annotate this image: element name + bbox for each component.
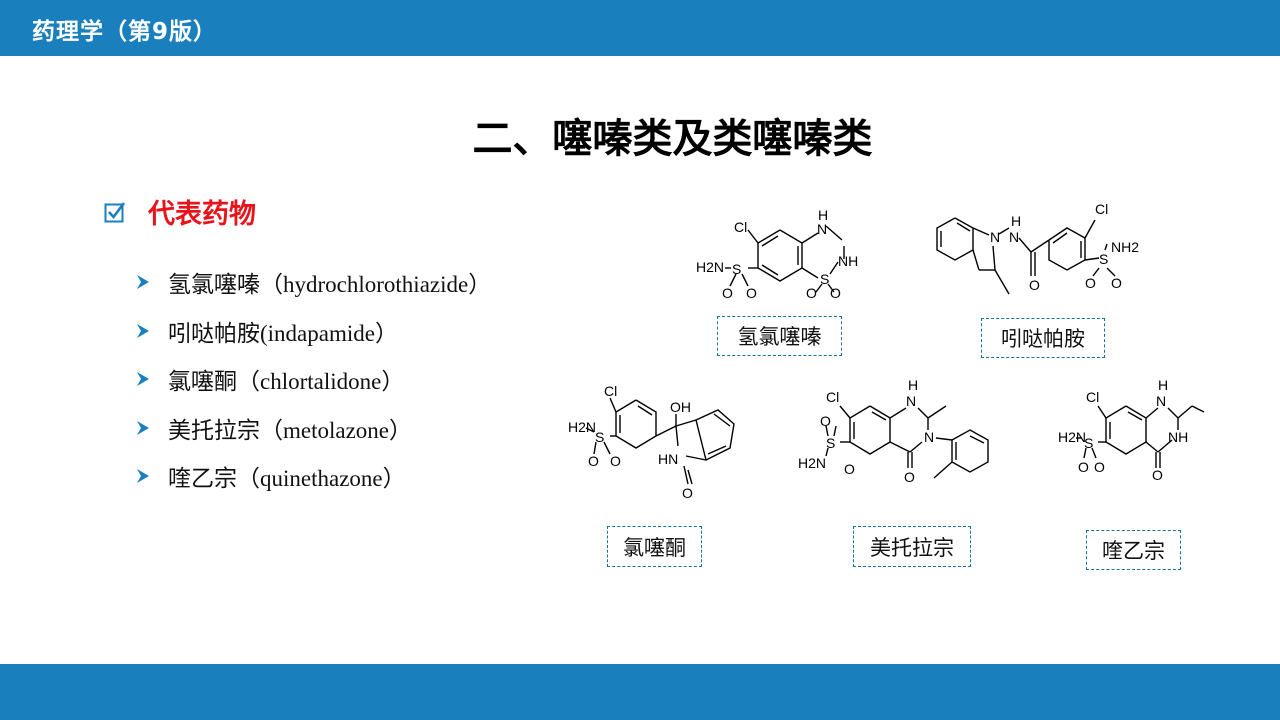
slide-title: 二、噻嗪类及类噻嗪类 (472, 116, 873, 162)
book-title: 药理学（第9版） (32, 19, 218, 45)
section-header: 代表药物 (104, 192, 256, 231)
drug-name-en: （hydrochlorothiazide） (260, 272, 492, 298)
atom-label: O (830, 285, 841, 301)
atom-label: S (826, 435, 835, 451)
atom-label: S (595, 429, 604, 445)
atom-label: HN (658, 451, 678, 467)
atom-label: O (806, 285, 817, 301)
arrow-bullet-icon (137, 420, 149, 435)
atom-label: NH (838, 253, 858, 269)
atom-label: Cl (1086, 389, 1099, 405)
atom-label: O (1029, 277, 1040, 293)
atom-label: OH (670, 399, 691, 415)
atom-label: S (1084, 435, 1093, 451)
atom-label: O (610, 453, 621, 469)
drug-name-en: （metolazone） (260, 417, 413, 443)
drug-name-cn: 氢氯噻嗪 (168, 272, 260, 299)
drug-name-en: (indapamide） (260, 320, 398, 346)
list-item: 喹乙宗（quinethazone） (136, 452, 491, 501)
hydrochlorothiazide-structure: Cl H N NH H2N S S O O O O (696, 207, 858, 301)
atom-label: N (924, 429, 934, 445)
arrow-bullet-icon (137, 372, 149, 387)
list-item: 氯噻酮（chlortalidone） (136, 355, 491, 404)
atom-label: H (908, 377, 918, 393)
drug-name-en: （chlortalidone） (237, 369, 405, 395)
atom-label: H (1158, 377, 1168, 393)
arrow-bullet-icon (137, 323, 149, 338)
atom-label: H (818, 207, 828, 223)
arrow-bullet-icon (137, 275, 149, 290)
checkbox-icon (104, 201, 126, 222)
atom-label: O (722, 285, 733, 301)
atom-label: S (1099, 251, 1108, 267)
structure-label: 氢氯噻嗪 (717, 316, 842, 356)
chlortalidone-structure: Cl H2N S O O OH HN O (568, 383, 735, 501)
atom-label: H2N (696, 259, 724, 275)
atom-label: O (1085, 275, 1096, 291)
structure-label: 吲哒帕胺 (981, 318, 1105, 358)
drug-name-en: （quinethazone） (237, 466, 406, 492)
atom-label: N (990, 229, 1000, 245)
footer-bar (0, 664, 1280, 720)
structure-label: 美托拉宗 (853, 526, 971, 567)
atom-label: H2N (1058, 429, 1086, 445)
drug-name-cn: 氯噻酮 (168, 369, 237, 396)
atom-label: NH2 (1111, 239, 1139, 255)
atom-label: NH (1168, 429, 1188, 445)
structure-label: 氯噻酮 (607, 526, 702, 567)
list-item: 氢氯噻嗪（hydrochlorothiazide） (136, 258, 491, 307)
atom-label: O (820, 413, 831, 429)
atom-label: O (1152, 467, 1163, 483)
atom-label: Cl (734, 219, 747, 235)
drug-name-cn: 吲哒帕胺 (168, 320, 260, 347)
atom-label: O (844, 461, 855, 477)
header-bar: 药理学（第9版） (0, 0, 1280, 56)
atom-label: Cl (604, 383, 617, 399)
section-heading: 代表药物 (148, 199, 256, 230)
atom-label: O (904, 469, 915, 485)
atom-label: N (906, 393, 916, 409)
atom-label: O (746, 285, 757, 301)
arrow-bullet-icon (137, 469, 149, 484)
atom-label: S (732, 261, 741, 277)
atom-label: N (1156, 393, 1166, 409)
list-item: 美托拉宗（metolazone） (136, 404, 491, 453)
structure-label: 喹乙宗 (1086, 530, 1181, 570)
atom-label: O (1094, 459, 1105, 475)
atom-label: O (588, 453, 599, 469)
metolazone-structure: Cl H N N O S O O H2N (798, 377, 989, 485)
indapamide-structure: N H N O Cl S NH2 O O (936, 201, 1139, 295)
atom-label: H (1011, 213, 1021, 229)
atom-label: S (820, 271, 829, 287)
drug-name-cn: 喹乙宗 (168, 466, 237, 493)
atom-label: O (1078, 459, 1089, 475)
atom-label: Cl (1095, 201, 1108, 217)
drug-name-cn: 美托拉宗 (168, 417, 260, 444)
atom-label: H2N (798, 455, 826, 471)
atom-label: O (682, 485, 693, 501)
list-item: 吲哒帕胺(indapamide） (136, 307, 491, 356)
atom-label: N (817, 221, 827, 237)
atom-label: Cl (826, 389, 839, 405)
quinethazone-structure: Cl H N NH H2N S O O O (1058, 377, 1205, 483)
atom-label: N (1009, 229, 1019, 245)
atom-label: O (1111, 275, 1122, 291)
atom-label: H2N (568, 419, 596, 435)
drug-list: 氢氯噻嗪（hydrochlorothiazide） 吲哒帕胺(indapamid… (136, 258, 491, 501)
